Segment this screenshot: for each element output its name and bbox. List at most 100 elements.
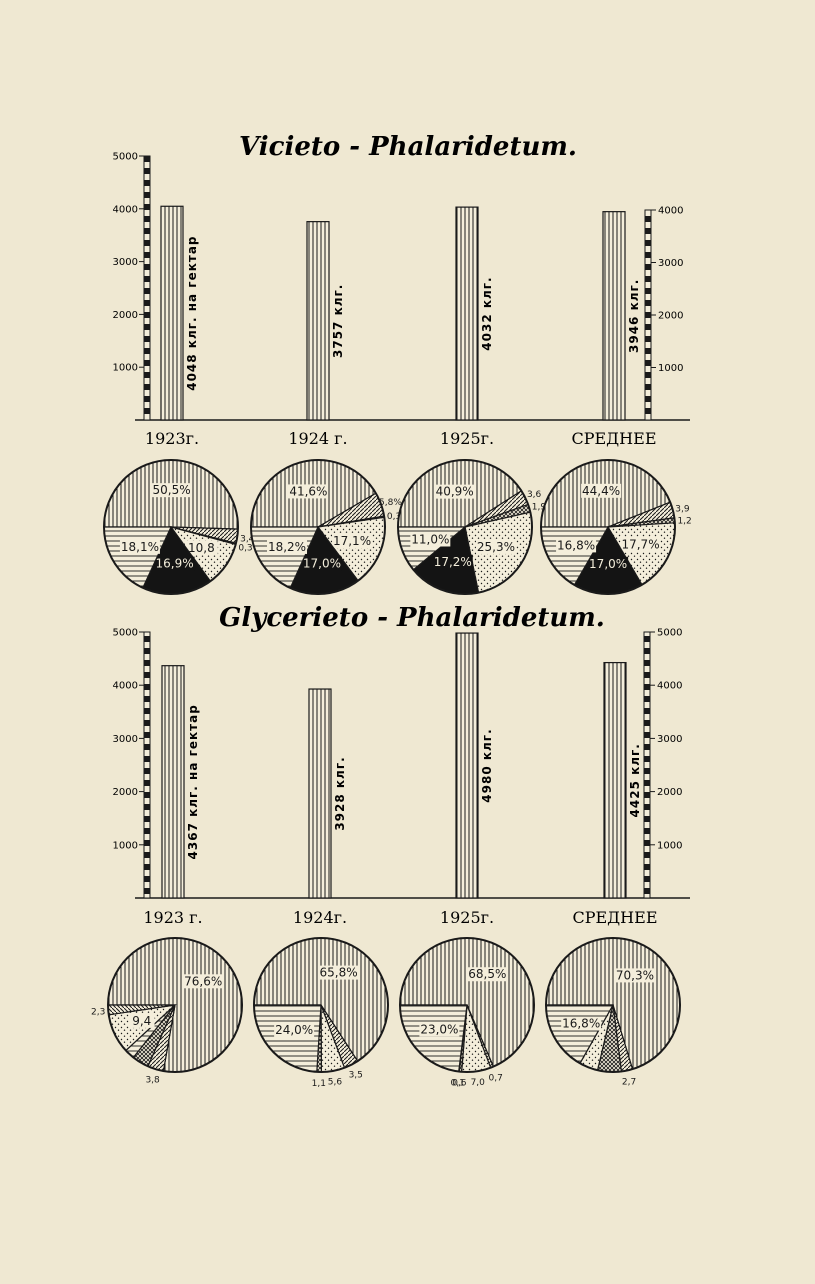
top-pie-label-bg [154, 556, 195, 571]
top-pie-slice-label: 40,9% [436, 485, 474, 499]
bottom-left-tick-label: 1000 [113, 840, 138, 851]
top-pie-slice-label: 10,8 [188, 541, 215, 555]
top-pie-label-bg [184, 540, 218, 555]
bottom-right-tick-label: 5000 [657, 628, 682, 639]
top-pie-slice-label: 50,5% [153, 483, 191, 497]
bottom-bar-value-label: 4425 клг. [628, 743, 642, 817]
bottom-pie-1: 76,6%3,89,42,3 [91, 937, 243, 1086]
top-category-label: СРЕДНЕЕ [571, 429, 656, 448]
bottom-pie-slice-label: 7,0 [471, 1078, 486, 1088]
top-bar-chart: Vicieto - Phalaridetum. 1000 2000 3000 4000… [113, 132, 690, 448]
bottom-right-tick-label: 3000 [657, 734, 682, 745]
top-pie-label-bg [301, 556, 342, 571]
bottom-pie-outline [107, 937, 243, 1073]
top-pie-outline [397, 459, 533, 595]
bottom-pie-slice-label: 70,3% [616, 968, 654, 982]
bottom-bar-value-label: 4980 клг. [480, 728, 494, 802]
top-bar-1 [160, 205, 184, 421]
bottom-pie-slice-label: 2,3 [91, 1008, 105, 1018]
top-category-label: 1923г. [145, 429, 199, 448]
top-bar-value-label: 3757 клг. [331, 284, 345, 358]
top-pie-label-bg [288, 484, 329, 499]
bottom-pie-outline [399, 937, 535, 1073]
top-pie-slice-label: 17,1% [333, 534, 371, 548]
top-pie-slice-label: 3,4 [240, 535, 255, 545]
top-right-tick-label: 4000 [658, 206, 683, 217]
top-pie-1: 50,5%3,40,310,816,9%18,1% [103, 459, 255, 595]
top-bar-value-label: 4048 клг. на гектар [185, 235, 199, 390]
top-pie-slice-label: 25,3% [477, 540, 515, 554]
top-bar-2 [306, 221, 330, 421]
top-pie-slice-label: 0,3 [387, 512, 401, 522]
bottom-pie-4: 70,3% 2,7 16,8% [545, 937, 681, 1087]
top-left-tick-label: 5000 [113, 152, 138, 163]
top-pie-slice-label: 17,7% [621, 537, 659, 551]
bottom-pie-slice [399, 1004, 468, 1073]
bottom-pie-slice-label: 16,8% [562, 1017, 600, 1031]
top-pie-label-bg [267, 539, 308, 554]
bottom-pie-outline [545, 937, 681, 1073]
top-pie-label-bg [434, 484, 475, 499]
top-pie-label-bg [556, 538, 597, 553]
top-pie-label-bg [588, 556, 629, 571]
bottom-pie-slice-label: 0,1 [451, 1078, 465, 1088]
top-pie-outline [103, 459, 239, 595]
bottom-right-tick-label: 1000 [657, 840, 682, 851]
bottom-pie-label-bg [274, 1023, 315, 1038]
top-right-tick-label: 1000 [658, 363, 683, 374]
top-left-tick-label: 4000 [113, 204, 138, 215]
bottom-pie-label-bg [318, 965, 359, 980]
bottom-pie-slice-label: 65,8% [319, 966, 357, 980]
top-pie-slice-label: 5,8% [379, 498, 402, 508]
top-pie-slice-label: 41,6% [289, 484, 327, 498]
bottom-category-label: СРЕДНЕЕ [572, 908, 657, 927]
bottom-pie-outline [253, 937, 389, 1073]
top-pie-label-bg [581, 483, 622, 498]
top-pie-slice-label: 3,6 [527, 490, 542, 500]
top-pie-slice-label: 17,2% [434, 555, 472, 569]
top-left-axis [143, 155, 151, 421]
top-pie-label-bg [410, 532, 451, 547]
bottom-pie-slice-label: 23,0% [420, 1022, 458, 1036]
top-bar-4 [602, 211, 626, 421]
bottom-category-label: 1924г. [293, 908, 347, 927]
top-chart-title: Vicieto - Phalaridetum. [239, 132, 577, 162]
bottom-pie-slice-label: 9,4 [132, 1014, 151, 1028]
bottom-pie-label-bg [561, 1016, 602, 1031]
top-pie-slice-label: 18,2% [268, 540, 306, 554]
top-pie-label-bg [475, 539, 516, 554]
top-left-tick-label: 1000 [113, 363, 138, 374]
bottom-pie-slice-label: 68,5% [468, 967, 506, 981]
bottom-left-tick-label: 2000 [113, 787, 138, 798]
top-pie-slice-label: 1,2 [677, 516, 691, 526]
bottom-category-label: 1923 г. [143, 908, 202, 927]
bottom-bar-1 [161, 665, 185, 899]
top-pie-slice-label: 44,4% [582, 484, 620, 498]
bottom-pie-label-bg [614, 968, 655, 983]
bottom-left-tick-label: 3000 [113, 734, 138, 745]
top-pie-3: 40,9%3,61,925,3%17,2%11,0% [397, 459, 546, 595]
bottom-left-axis [143, 631, 151, 899]
bottom-bar-2 [308, 688, 332, 899]
top-category-label: 1924 г. [288, 429, 347, 448]
top-left-tick-label: 3000 [113, 257, 138, 268]
bottom-pie-label-bg [467, 967, 508, 982]
bottom-pie-slice-label: 0,6 [452, 1079, 467, 1089]
top-pie-label-bg [620, 537, 661, 552]
top-pie-label-bg [151, 483, 192, 498]
bottom-pie-3: 68,5%0,77,00,60,123,0% [399, 937, 535, 1089]
top-bars: 4048 клг. на гектар 1923г. 3757 клг. 1924 г… [145, 205, 657, 448]
bottom-pie-label-bg [183, 974, 224, 989]
top-pie-4: 44,4%3,91,217,7%17,0%16,8% [540, 459, 692, 595]
bottom-bar-3 [455, 632, 479, 899]
bottom-pie-2: 65,8%3,55,61,124,0% [253, 937, 389, 1089]
bottom-chart-title: Glycerieto - Phalaridetum. [219, 603, 605, 633]
top-left-tick-label: 2000 [113, 310, 138, 321]
bottom-pie-slice-label: 2,7 [622, 1077, 636, 1087]
bottom-bar-value-label: 3928 клг. [333, 756, 347, 830]
top-pie-slice-label: 18,1% [121, 540, 159, 554]
